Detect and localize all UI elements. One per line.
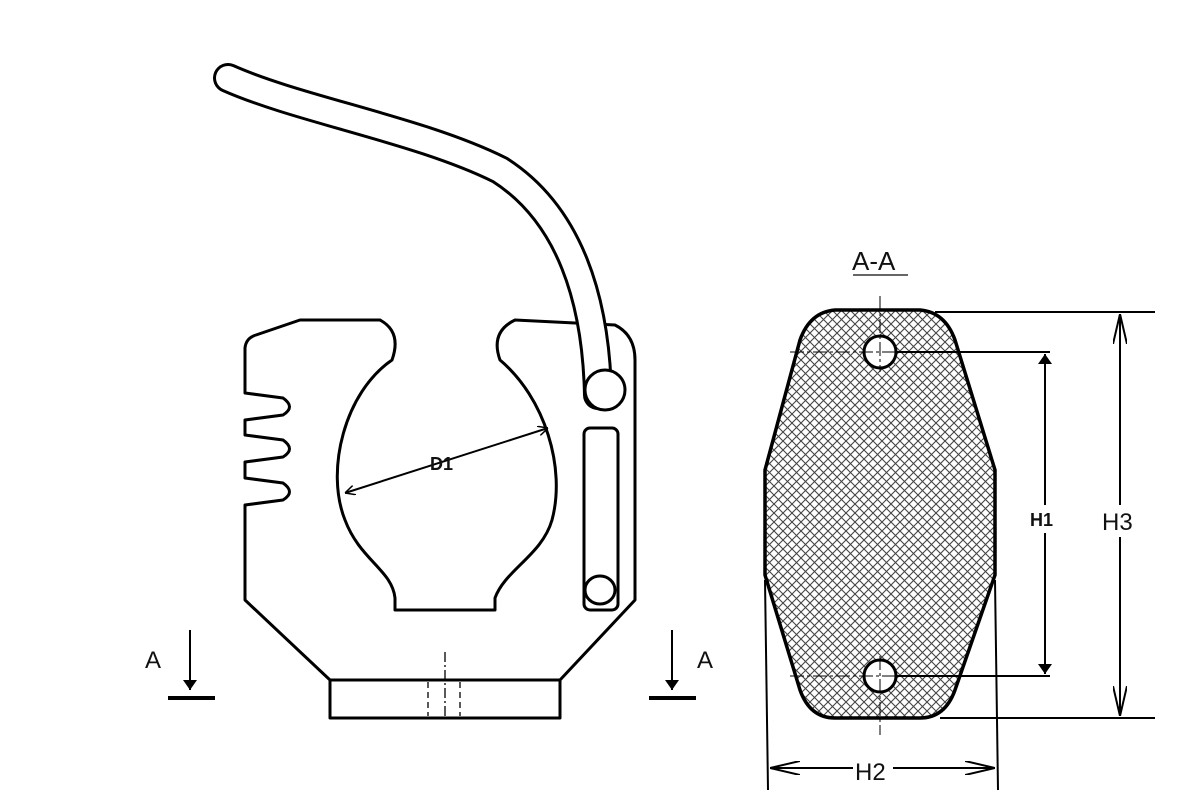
- section-profile: [763, 308, 997, 720]
- h3-label: H3: [1102, 509, 1133, 536]
- d1-label: D1: [430, 454, 453, 474]
- section-marker-right: A: [649, 630, 713, 700]
- hidden-lines: [427, 652, 461, 716]
- section-marker-left-label: A: [145, 647, 161, 674]
- d1-dimension-line: [345, 428, 548, 493]
- h1-label: H1: [1030, 510, 1053, 530]
- rubber-strap: [213, 63, 627, 606]
- section-marker-right-label: A: [697, 647, 713, 674]
- strap-slot: [582, 426, 620, 612]
- h2-label: H2: [855, 759, 886, 786]
- section-marker-left: A: [145, 630, 215, 700]
- section-title: A-A: [852, 246, 896, 276]
- clamp-body: [243, 318, 637, 720]
